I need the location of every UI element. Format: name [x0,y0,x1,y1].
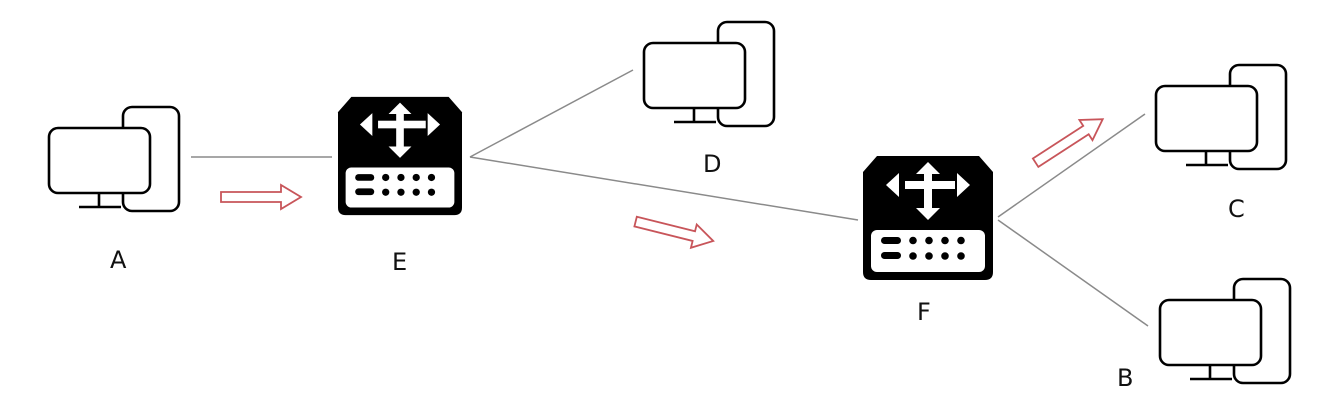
switch-icon-f [863,156,993,280]
node-label-b: B [1117,364,1133,392]
link-f-b [997,219,1149,327]
node-label-a: A [110,246,127,274]
flow-arrow-e-f [631,209,718,254]
switch-icon-e [338,96,462,216]
flow-arrow-a-e [220,184,302,210]
links [191,69,1149,327]
computer-icon-d [642,20,776,128]
node-label-d: D [703,150,721,178]
node-label-e: E [392,248,407,276]
computer-icon-b [1158,277,1292,385]
node-b[interactable]: B [1117,277,1292,392]
node-e[interactable]: E [338,96,462,276]
link-e-f [469,156,859,221]
link-e-d [469,69,634,158]
node-f[interactable]: F [863,156,993,326]
node-label-f: F [917,298,931,326]
node-c[interactable]: C [1154,63,1288,223]
flow-arrow-f-c [1028,108,1111,174]
computer-icon-c [1154,63,1288,171]
node-a[interactable]: A [47,105,181,274]
node-d[interactable]: D [642,20,776,178]
computer-icon-a [47,105,181,213]
link-f-c [997,113,1146,218]
node-label-c: C [1228,195,1245,223]
